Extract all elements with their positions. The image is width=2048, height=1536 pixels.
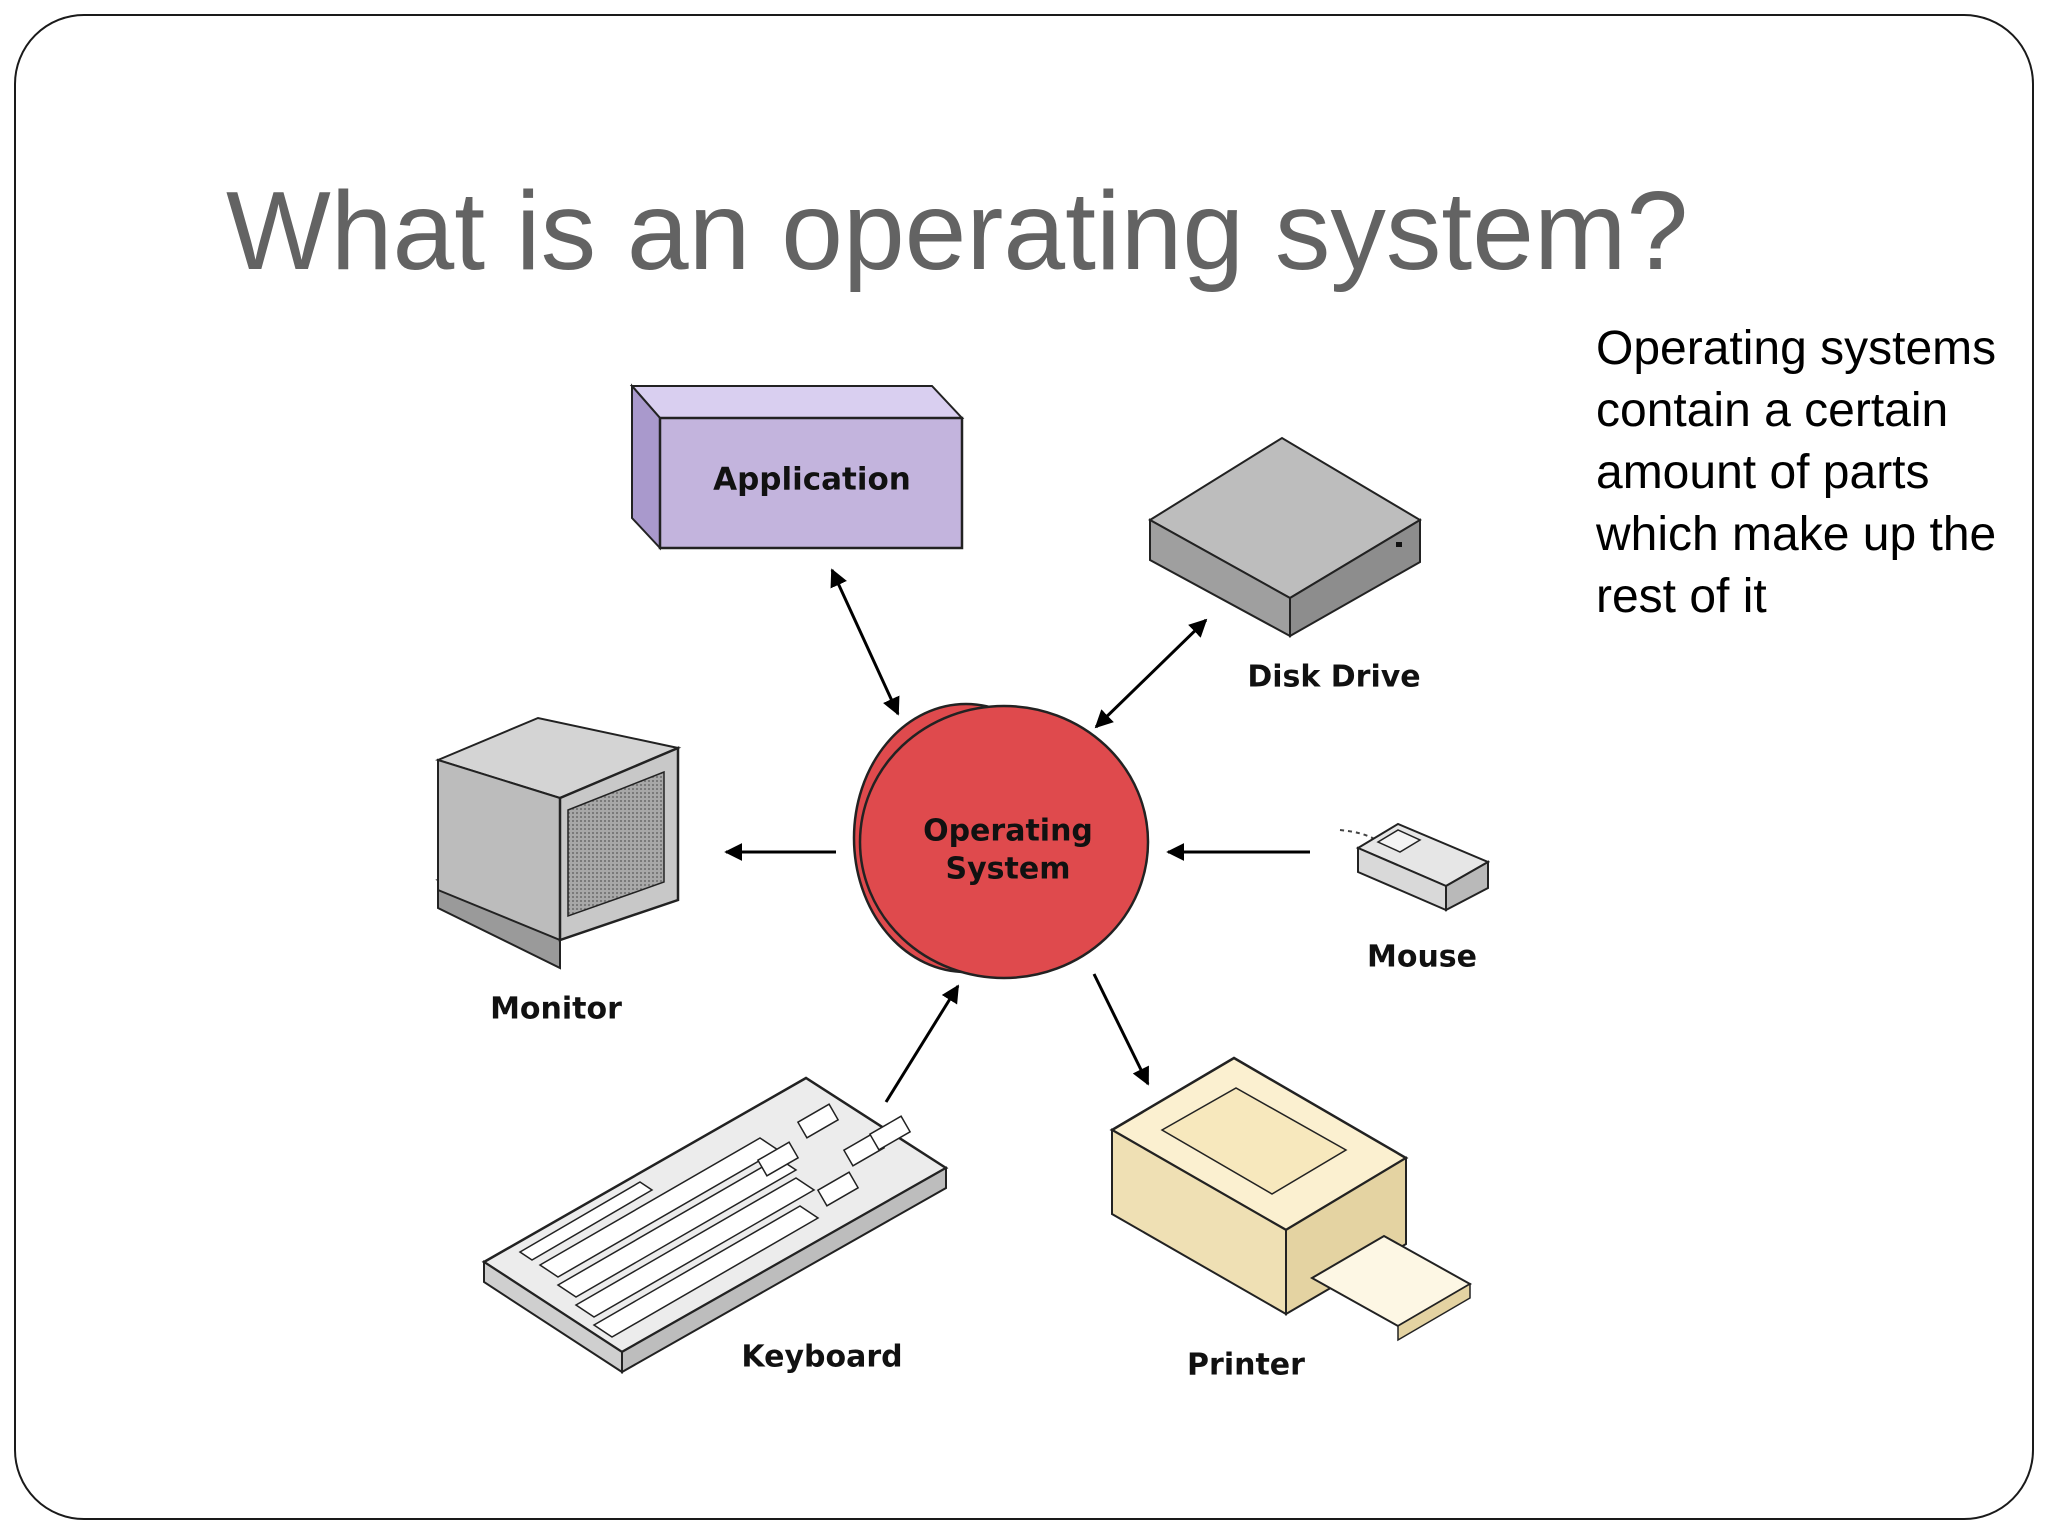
keyboard-keypad-4 (756, 1141, 800, 1177)
disk-drive-led (1396, 542, 1402, 547)
monitor-screen (567, 770, 665, 918)
printer-top-panel (1160, 1087, 1348, 1195)
disk-drive-right (1289, 518, 1421, 638)
disk-drive-label: Disk Drive (1247, 660, 1420, 695)
mouse-cord (1339, 829, 1381, 843)
arrow-os-printer (1092, 973, 1150, 1086)
application-box-front (658, 416, 964, 550)
os-diagram: Application Disk Drive Monitor Mouse (435, 383, 1490, 1383)
operating-system-label-line-1: Operating (923, 814, 1093, 849)
keyboard-key-row-3 (574, 1177, 816, 1318)
keyboard-keypad-5 (816, 1171, 860, 1207)
keyboard-node: Keyboard (481, 1076, 949, 1375)
mouse-right (1445, 860, 1489, 912)
application-label: Application (713, 462, 911, 498)
application-box-top (629, 385, 965, 419)
keyboard-key-row-2 (556, 1157, 798, 1298)
keyboard-spacebar (518, 1181, 654, 1261)
mouse-node: Mouse (1339, 822, 1490, 975)
operating-system-node: Operating System (852, 702, 1150, 980)
keyboard-right (621, 1166, 947, 1374)
keyboard-keypad-3 (868, 1115, 912, 1151)
operating-system-front-disc (858, 704, 1150, 980)
keyboard-keypad-1 (796, 1103, 840, 1139)
mouse-button (1376, 829, 1422, 853)
slide-title: What is an operating system? (226, 169, 1689, 293)
monitor-label: Monitor (490, 992, 622, 1027)
monitor-node: Monitor (435, 716, 682, 1027)
operating-system-label-line-2: System (946, 852, 1071, 887)
printer-paper-tray-edge (1397, 1282, 1471, 1342)
application-node: Application (629, 383, 965, 551)
keyboard-key-row-4 (592, 1205, 820, 1338)
slide-body-text: Operating systems contain a certain amou… (1596, 322, 1997, 623)
arrow-disk-drive-os (1094, 618, 1208, 729)
arrow-keyboard-os (884, 984, 960, 1103)
keyboard-label: Keyboard (741, 1340, 902, 1375)
printer-label: Printer (1187, 1348, 1305, 1383)
disk-drive-node: Disk Drive (1148, 436, 1422, 695)
mouse-label: Mouse (1367, 940, 1477, 975)
printer-node: Printer (1109, 1056, 1473, 1383)
arrow-application-os (830, 568, 900, 716)
